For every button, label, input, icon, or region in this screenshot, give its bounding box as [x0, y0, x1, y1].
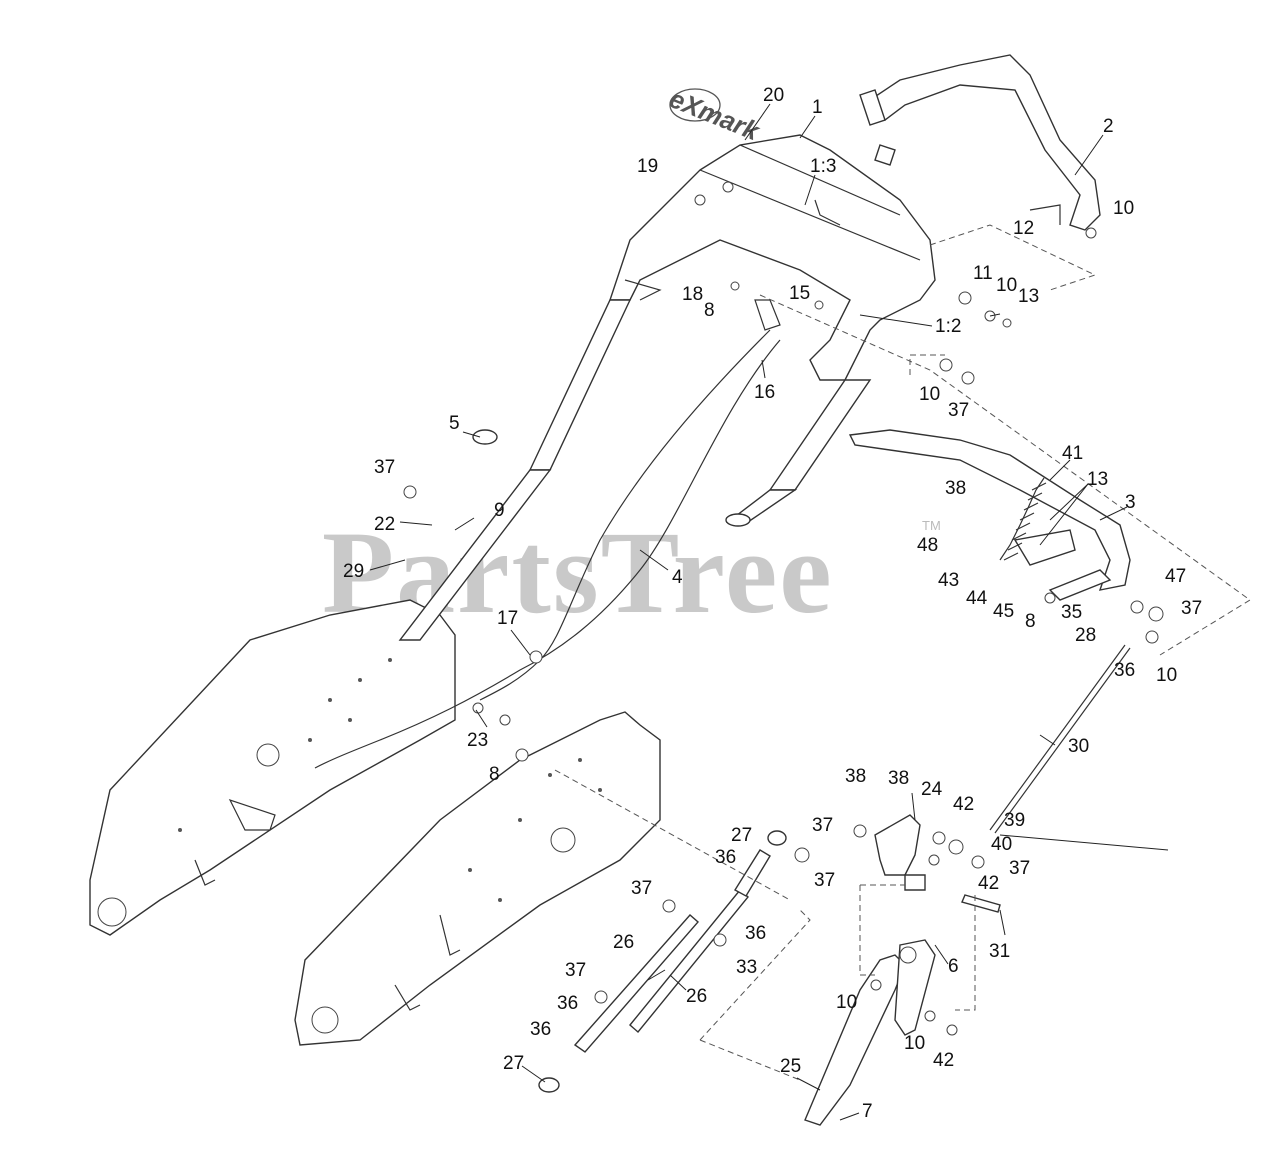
callout-7: 7 — [862, 1101, 873, 1122]
callout-9: 9 — [494, 500, 505, 521]
callout-39: 39 — [1004, 810, 1025, 831]
callout-8: 8 — [1025, 611, 1036, 632]
callout-38: 38 — [888, 768, 909, 789]
callout-6: 6 — [948, 956, 959, 977]
callout-37: 37 — [814, 870, 835, 891]
callout-1-2: 1:2 — [935, 316, 961, 337]
callout-20: 20 — [763, 85, 784, 106]
callout-19: 19 — [637, 156, 658, 177]
callout-31: 31 — [989, 941, 1010, 962]
callout-10: 10 — [1113, 198, 1134, 219]
callout-36: 36 — [530, 1019, 551, 1040]
callout-41: 41 — [1062, 443, 1083, 464]
callout-37: 37 — [374, 457, 395, 478]
callout-36: 36 — [1114, 660, 1135, 681]
callout-4: 4 — [672, 567, 683, 588]
callout-29: 29 — [343, 561, 364, 582]
callout-44: 44 — [966, 588, 988, 609]
callout-43: 43 — [938, 570, 959, 591]
callout-24: 24 — [921, 779, 943, 800]
callout-36: 36 — [715, 847, 736, 868]
side-plate-right — [294, 711, 661, 1046]
callout-26: 26 — [686, 986, 707, 1007]
callout-12: 12 — [1013, 218, 1034, 239]
callout-42: 42 — [978, 873, 999, 894]
callout-28: 28 — [1075, 625, 1096, 646]
callout-23: 23 — [467, 730, 488, 751]
callout-45: 45 — [993, 601, 1014, 622]
callout-10: 10 — [996, 275, 1017, 296]
hardware — [403, 181, 1164, 1093]
callout-16: 16 — [754, 382, 775, 403]
callout-2: 2 — [1103, 116, 1114, 137]
bail-handle — [859, 54, 1101, 231]
callout-10: 10 — [919, 384, 940, 405]
callout-36: 36 — [745, 923, 766, 944]
callout-8: 8 — [489, 764, 500, 785]
callout-labels: 20 1 1:3 19 2 10 12 11 10 13 18 8 15 1:2… — [343, 85, 1202, 1122]
callout-35: 35 — [1061, 602, 1082, 623]
callout-10: 10 — [836, 992, 857, 1013]
callout-8: 8 — [704, 300, 715, 321]
callout-3: 3 — [1125, 492, 1136, 513]
callout-42: 42 — [953, 794, 974, 815]
assembly-guides — [554, 224, 1251, 1081]
callout-37: 37 — [565, 960, 586, 981]
callout-17: 17 — [497, 608, 518, 629]
parallel-links — [573, 849, 771, 1053]
callout-1: 1 — [812, 97, 823, 118]
callout-25: 25 — [780, 1056, 801, 1077]
callout-37: 37 — [1181, 598, 1202, 619]
handle-frame — [398, 134, 936, 641]
lever-assembly — [804, 939, 936, 1126]
callout-13: 13 — [1087, 469, 1108, 490]
callout-11: 11 — [973, 263, 993, 284]
callout-18: 18 — [682, 284, 703, 305]
lower-bail — [848, 429, 1131, 601]
callout-27: 27 — [731, 825, 752, 846]
callout-36: 36 — [557, 993, 578, 1014]
control-cables — [314, 299, 781, 769]
leader-lines — [369, 103, 1169, 1121]
callout-22: 22 — [374, 514, 395, 535]
callout-10: 10 — [904, 1033, 925, 1054]
callout-42: 42 — [933, 1050, 954, 1071]
callout-40: 40 — [991, 834, 1012, 855]
spring — [999, 477, 1047, 561]
callout-1-3: 1:3 — [810, 156, 836, 177]
callout-5: 5 — [449, 413, 460, 434]
callout-27: 27 — [503, 1053, 524, 1074]
exmark-logo: eXmark — [665, 83, 765, 147]
watermark-tm: TM — [922, 518, 941, 533]
callout-48: 48 — [917, 535, 938, 556]
callout-37: 37 — [1009, 858, 1030, 879]
callout-30: 30 — [1068, 736, 1089, 757]
callout-26: 26 — [613, 932, 634, 953]
callout-33: 33 — [736, 957, 757, 978]
callout-38: 38 — [945, 478, 966, 499]
callout-13: 13 — [1018, 286, 1039, 307]
callout-37: 37 — [948, 400, 969, 421]
logo-text: eXmark — [665, 83, 765, 147]
side-plate-left — [89, 599, 456, 936]
control-rod — [989, 644, 1131, 834]
callout-38: 38 — [845, 766, 866, 787]
callout-37: 37 — [812, 815, 833, 836]
callout-15: 15 — [789, 283, 810, 304]
callout-10: 10 — [1156, 665, 1177, 686]
callout-37: 37 — [631, 878, 652, 899]
callout-47: 47 — [1165, 566, 1186, 587]
